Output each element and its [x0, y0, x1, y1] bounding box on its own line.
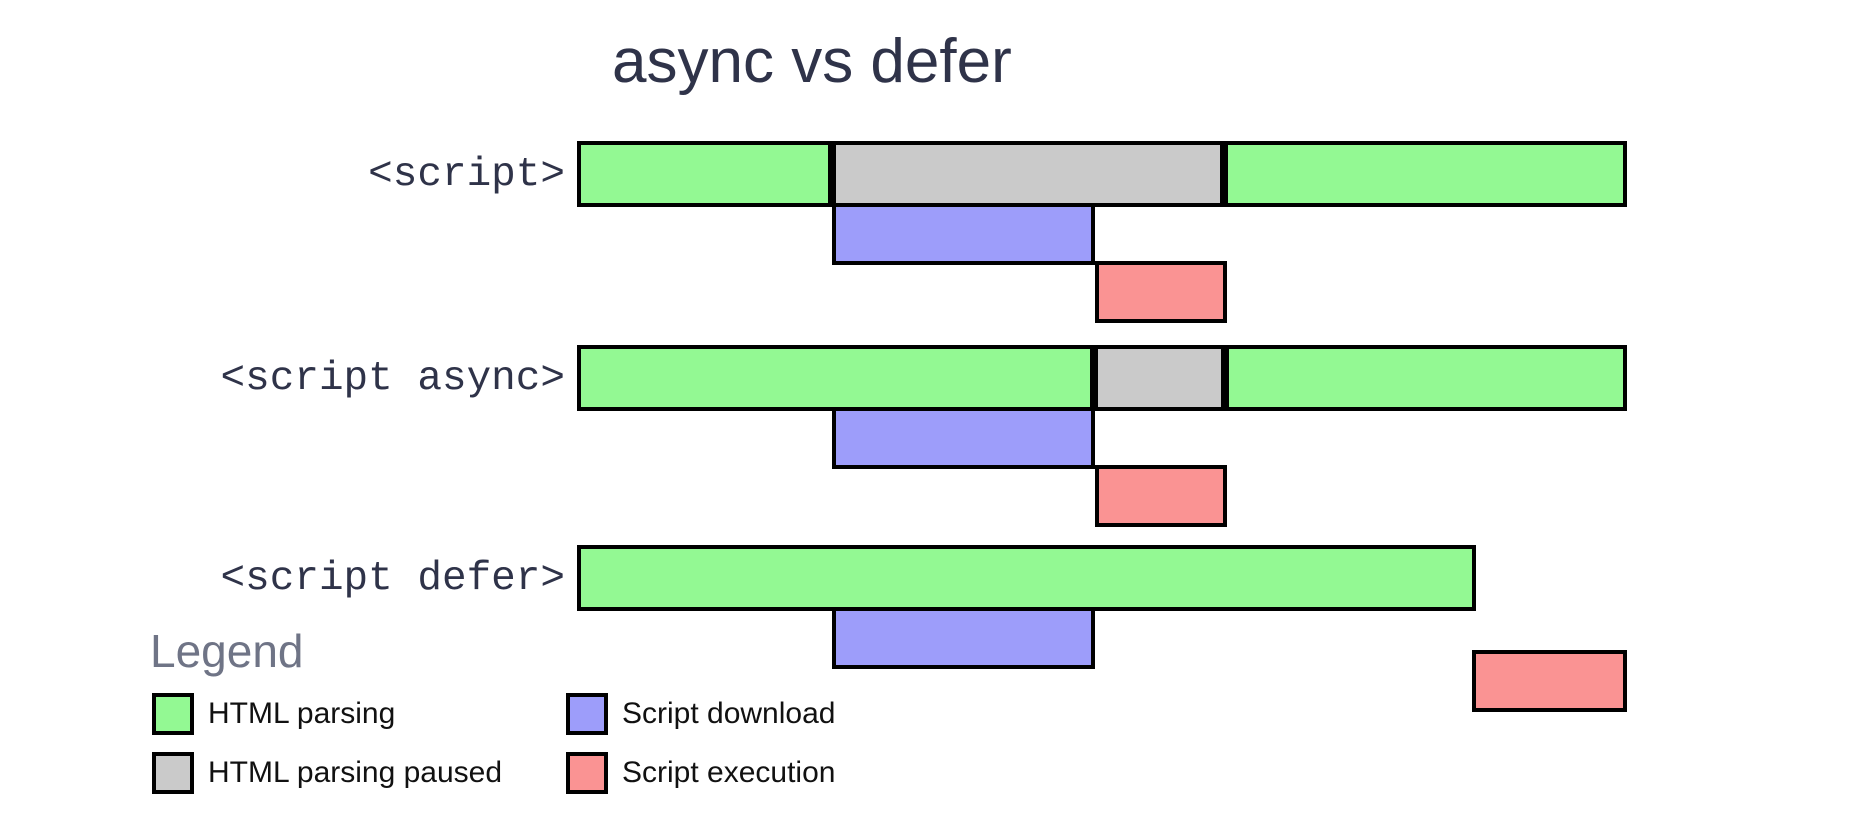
- bar-script-download: [832, 407, 1095, 469]
- bar-script-execution: [1472, 650, 1627, 712]
- page-title: async vs defer: [612, 27, 1012, 96]
- legend-swatch-icon: [566, 752, 608, 794]
- bar-html-parsing-1: [577, 345, 1094, 411]
- bar-script-execution: [1095, 261, 1227, 323]
- row-label-1: <script async>: [220, 356, 565, 402]
- bar-html-parsing-1: [577, 141, 832, 207]
- row-label-2: <script defer>: [220, 556, 565, 602]
- bar-html-parsing-2: [1224, 141, 1627, 207]
- legend-swatch-icon: [152, 752, 194, 794]
- legend-swatch-icon: [566, 693, 608, 735]
- bar-html-parsing-2: [1225, 345, 1627, 411]
- legend-heading: Legend: [150, 625, 304, 677]
- bar-parsing-paused: [1094, 345, 1225, 411]
- legend-item-label: HTML parsing: [208, 697, 396, 730]
- bar-script-download: [832, 607, 1095, 669]
- legend-item-label: Script execution: [622, 756, 836, 789]
- legend-item-label: HTML parsing paused: [208, 756, 503, 789]
- bar-script-execution: [1095, 465, 1227, 527]
- row-label-0: <script>: [368, 152, 565, 198]
- legend-swatch-icon: [152, 693, 194, 735]
- legend-item-label: Script download: [622, 697, 836, 730]
- bar-parsing-paused: [832, 141, 1224, 207]
- bar-script-download: [832, 203, 1095, 265]
- bar-html-parsing-1: [577, 545, 1476, 611]
